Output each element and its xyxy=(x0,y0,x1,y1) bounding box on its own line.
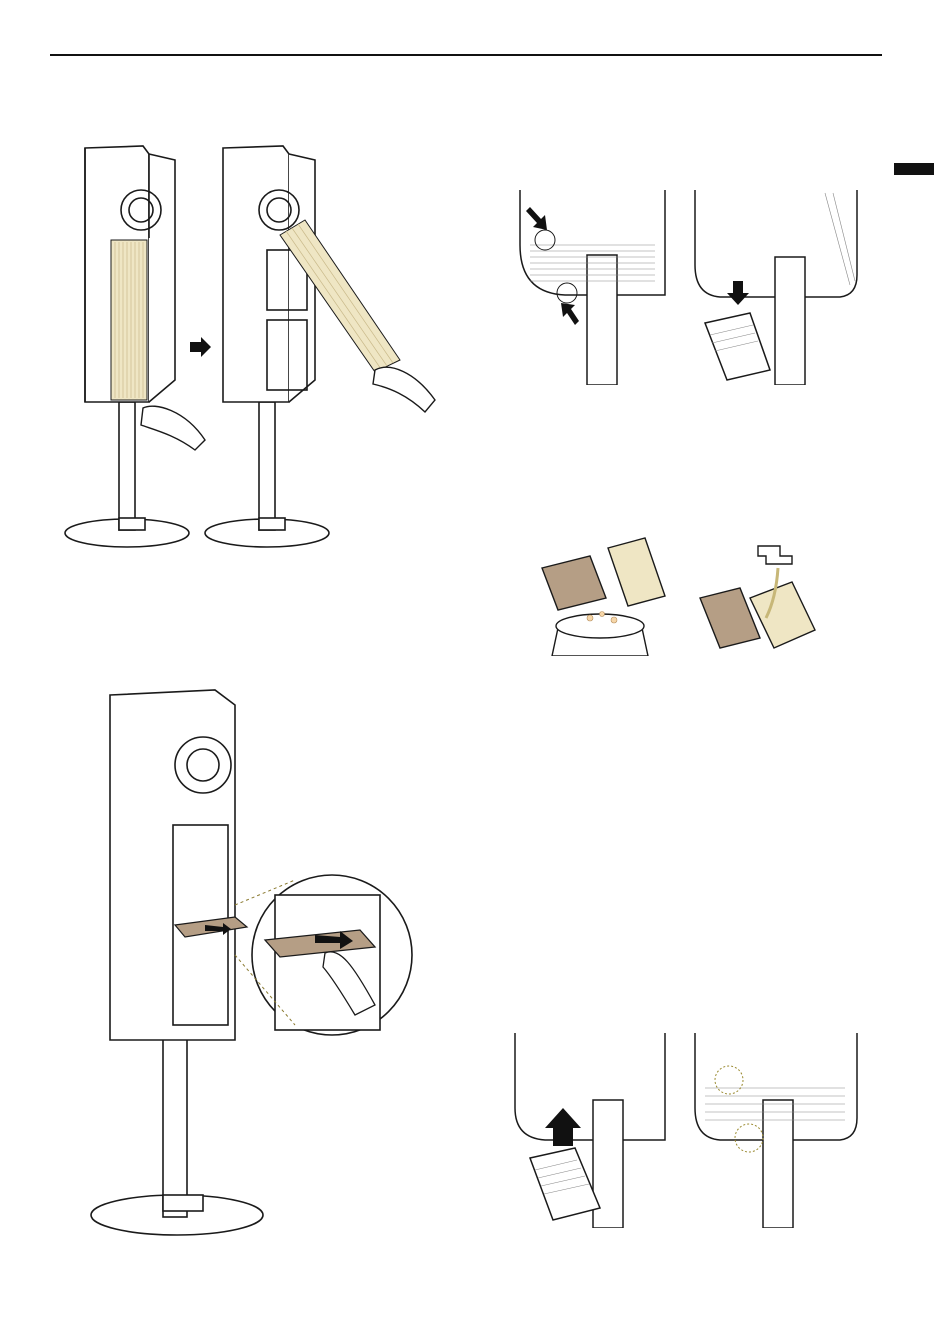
bottom-cover-release-illustration xyxy=(505,185,865,385)
figure-remove-bottom-cover xyxy=(505,185,865,385)
bottom-cover-reattach-illustration xyxy=(505,1028,865,1228)
empty-and-rinse-illustration xyxy=(530,528,830,656)
figure-pull-out-tray xyxy=(85,685,415,1245)
tray-pull-out-illustration xyxy=(85,685,415,1245)
header-rule xyxy=(50,54,882,56)
figure-remove-front-filter xyxy=(55,140,445,555)
stand-fan-filter-removal-illustration xyxy=(55,140,445,555)
figure-clean-cover-and-filter xyxy=(530,528,830,656)
figure-reattach-bottom-cover xyxy=(505,1028,865,1228)
section-tab-marker xyxy=(894,163,934,175)
